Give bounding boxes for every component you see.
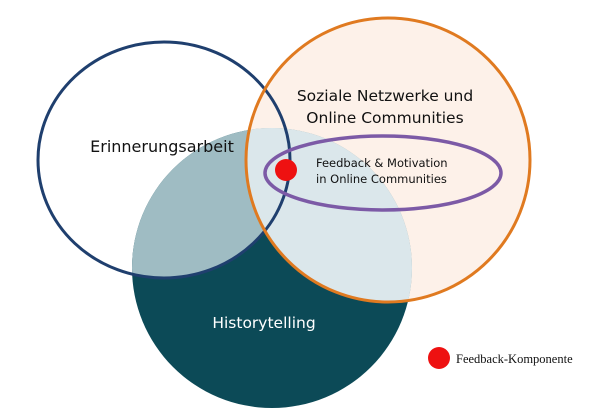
historytelling-label: Historytelling <box>212 314 315 332</box>
soziale-netzwerke-circle <box>244 16 532 304</box>
soziale-netzwerke-label-line2: Online Communities <box>306 109 463 127</box>
legend-label: Feedback-Komponente <box>456 352 573 366</box>
erinnerungsarbeit-label: Erinnerungsarbeit <box>90 137 234 156</box>
legend: Feedback-Komponente <box>428 347 573 369</box>
feedback-motivation-label-line2: in Online Communities <box>316 172 447 186</box>
soziale-netzwerke-label-line1: Soziale Netzwerke und <box>297 87 473 105</box>
feedback-motivation-ellipse <box>263 134 503 212</box>
legend-marker-dot <box>428 347 450 369</box>
feedback-marker-dot <box>275 159 297 181</box>
feedback-motivation-label-line1: Feedback & Motivation <box>316 156 448 170</box>
